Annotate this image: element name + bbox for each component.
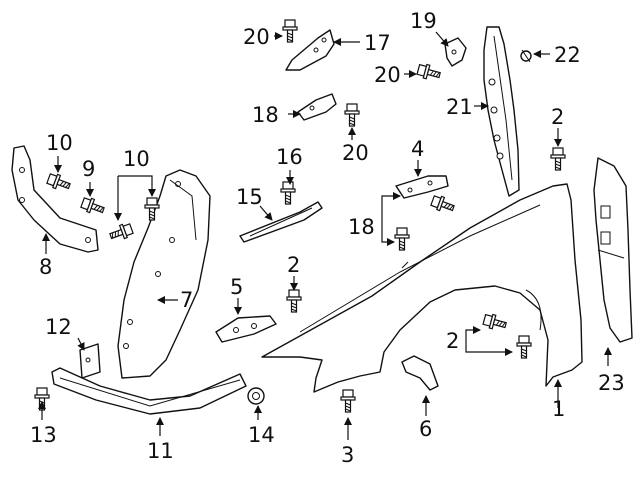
strip-15 bbox=[239, 201, 323, 243]
callout-20-lower: 20 bbox=[342, 141, 369, 165]
callout-22: 22 bbox=[554, 43, 581, 67]
callout-8: 8 bbox=[39, 255, 52, 279]
callout-17: 17 bbox=[364, 31, 391, 55]
clip-part bbox=[520, 49, 532, 63]
callout-5: 5 bbox=[230, 275, 243, 299]
bolt-20-top bbox=[282, 19, 298, 43]
bracket-5 bbox=[215, 315, 277, 343]
callout-7: 7 bbox=[180, 288, 193, 312]
callout-9: 9 bbox=[82, 157, 95, 181]
bolt-10-left bbox=[45, 171, 73, 194]
callout-3: 3 bbox=[341, 443, 354, 467]
bolt-20-lower bbox=[344, 103, 360, 127]
bolt-18-lower bbox=[394, 227, 410, 251]
side-seal-part bbox=[593, 157, 633, 343]
bolt-3 bbox=[340, 389, 356, 413]
callout-20-mid: 20 bbox=[374, 63, 401, 87]
callout-labels: 1 2 2 2 3 4 5 6 7 8 9 10 10 11 12 13 14 … bbox=[30, 9, 625, 467]
bolt-2-fender-a bbox=[481, 312, 509, 333]
vertical-support-7 bbox=[117, 169, 211, 379]
bolt-4-lower bbox=[429, 193, 457, 216]
callout-23: 23 bbox=[598, 371, 625, 395]
callout-1: 1 bbox=[552, 397, 565, 421]
callout-2-fender: 2 bbox=[446, 329, 459, 353]
callout-12: 12 bbox=[45, 315, 72, 339]
tab-12 bbox=[79, 343, 101, 379]
callout-15: 15 bbox=[236, 185, 263, 209]
fender-part bbox=[261, 183, 583, 393]
plate-6 bbox=[401, 355, 439, 391]
nut-14 bbox=[247, 387, 265, 405]
bracket-8 bbox=[11, 145, 99, 253]
bolt-2-center bbox=[286, 289, 302, 313]
bolt-20-mid bbox=[415, 62, 443, 83]
bracket-18-upper bbox=[297, 93, 337, 121]
upper-bracket-17 bbox=[285, 29, 335, 71]
callout-14: 14 bbox=[248, 423, 275, 447]
bolt-2-fender-b bbox=[516, 335, 532, 359]
callout-18-lower: 18 bbox=[348, 215, 375, 239]
bolt-9 bbox=[79, 195, 107, 218]
leader-lines bbox=[38, 31, 612, 440]
callout-21: 21 bbox=[446, 95, 473, 119]
vertical-bracket-part bbox=[483, 26, 520, 197]
callout-10-mid: 10 bbox=[123, 147, 150, 171]
callout-16: 16 bbox=[276, 145, 303, 169]
callout-19: 19 bbox=[410, 9, 437, 33]
bracket-4 bbox=[395, 175, 449, 199]
callout-13: 13 bbox=[30, 423, 57, 447]
bolt-2-right bbox=[550, 147, 566, 171]
callout-2-center: 2 bbox=[287, 253, 300, 277]
bolt-16 bbox=[280, 181, 296, 205]
small-bracket-19 bbox=[444, 37, 467, 67]
callout-11: 11 bbox=[147, 439, 174, 463]
bolt-10-mid-a bbox=[107, 221, 135, 244]
callout-18-upper: 18 bbox=[252, 103, 279, 127]
callout-2-right: 2 bbox=[551, 105, 564, 129]
lower-bar-11 bbox=[51, 367, 247, 415]
callout-10-left: 10 bbox=[46, 131, 73, 155]
callout-20-top: 20 bbox=[243, 25, 270, 49]
callout-6: 6 bbox=[419, 417, 432, 441]
callout-4: 4 bbox=[411, 137, 424, 161]
